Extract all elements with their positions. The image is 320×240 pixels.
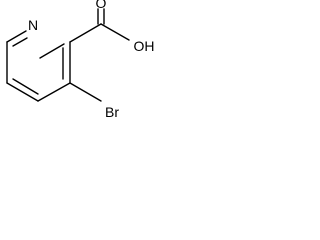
bond-c2-carboxyl [69, 23, 102, 43]
hydroxyl-label: OH [134, 38, 155, 54]
bond-n-c2 [39, 43, 65, 59]
bond-c6-n-inner [12, 37, 28, 47]
bond-c4-c5-inner [12, 78, 39, 95]
carbonyl-oxygen-label: O [96, 0, 107, 11]
bond-c4-c5 [6, 82, 39, 102]
bond-c3-br [69, 82, 102, 102]
bond-c3-c4 [37, 82, 71, 102]
structure-diagram: N OH O Br [6, 0, 155, 120]
bond-carboxyl-oh [100, 23, 130, 41]
nitrogen-label: N [28, 17, 38, 33]
bond-c6-n [6, 30, 27, 43]
bromine-label: Br [105, 104, 119, 120]
